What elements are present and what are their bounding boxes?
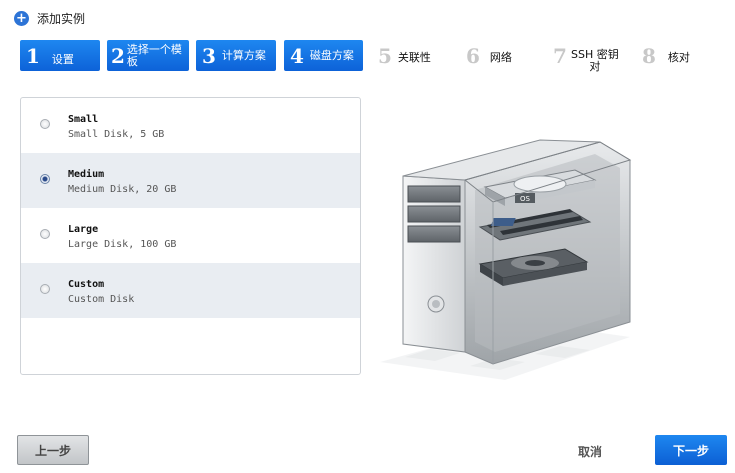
step-5-affinity: 5 关联性 xyxy=(372,40,447,71)
step-6-network: 6 网络 xyxy=(460,40,530,71)
offering-name: Custom xyxy=(68,279,105,290)
offering-name: Medium xyxy=(68,169,105,180)
add-instance-icon: + xyxy=(14,11,29,26)
step-label: 磁盘方案 xyxy=(309,48,354,62)
step-label: 设置 xyxy=(51,52,74,66)
offering-description: Large Disk, 100 GB xyxy=(68,239,177,250)
offering-name: Large xyxy=(68,224,99,235)
offering-radio-selected[interactable] xyxy=(40,174,50,184)
step-number: 3 xyxy=(202,43,216,68)
wizard-steps: 1 设置 2 选择一个模板 3 计算方案 4 磁盘方案 5 关联性 6 网络 7… xyxy=(20,40,720,72)
offering-radio[interactable] xyxy=(40,229,50,239)
step-number: 7 xyxy=(553,43,567,68)
hard-drive xyxy=(478,248,589,286)
previous-button[interactable]: 上一步 xyxy=(17,435,89,465)
memory-board xyxy=(478,209,592,241)
offering-description: Small Disk, 5 GB xyxy=(68,129,165,140)
offering-description: Custom Disk xyxy=(68,294,135,305)
case-front-panel xyxy=(402,139,601,353)
step-label: 网络 xyxy=(489,50,512,64)
step-4-disk-offering[interactable]: 4 磁盘方案 xyxy=(284,40,363,71)
step-number: 6 xyxy=(466,43,480,68)
step-8-review: 8 核对 xyxy=(636,40,716,71)
dialog-header: + 添加实例 xyxy=(14,10,85,27)
disk-offering-medium[interactable]: Medium Medium Disk, 20 GB xyxy=(21,153,360,208)
step-7-ssh-keypair: 7 SSH 密钥对 xyxy=(547,40,627,73)
offering-description: Medium Disk, 20 GB xyxy=(68,184,177,195)
os-disk-label: OS xyxy=(520,195,531,203)
step-label: 选择一个模板 xyxy=(126,42,182,68)
dialog-title: 添加实例 xyxy=(37,12,86,26)
next-button[interactable]: 下一步 xyxy=(655,435,727,465)
offering-radio[interactable] xyxy=(40,284,50,294)
step-number: 1 xyxy=(26,43,40,68)
step-label: 计算方案 xyxy=(221,48,266,62)
step-number: 8 xyxy=(642,43,656,68)
offering-name: Small xyxy=(68,114,99,125)
step-number: 5 xyxy=(378,43,392,68)
optical-drive: OS xyxy=(483,169,597,206)
server-tower-illustration: OS xyxy=(380,139,632,380)
cancel-button[interactable]: 取消 xyxy=(578,445,603,459)
disk-offering-small[interactable]: Small Small Disk, 5 GB xyxy=(21,98,360,153)
offering-radio[interactable] xyxy=(40,119,50,129)
disk-offering-large[interactable]: Large Large Disk, 100 GB xyxy=(21,208,360,263)
step-label: 核对 xyxy=(667,50,690,64)
drive-bay-3 xyxy=(407,225,461,243)
disk-offering-list: Small Small Disk, 5 GB Medium Medium Dis… xyxy=(20,97,361,375)
drive-bay-2 xyxy=(407,205,461,223)
disk-offering-custom[interactable]: Custom Custom Disk xyxy=(21,263,360,318)
step-label: SSH 密钥对 xyxy=(571,47,619,73)
step-3-compute-offering[interactable]: 3 计算方案 xyxy=(196,40,276,71)
drive-bay-1 xyxy=(407,185,461,203)
step-number: 2 xyxy=(111,43,125,68)
step-number: 4 xyxy=(290,43,304,68)
step-1-settings[interactable]: 1 设置 xyxy=(20,40,100,71)
step-label: 关联性 xyxy=(397,50,431,64)
step-2-template[interactable]: 2 选择一个模板 xyxy=(107,40,189,71)
